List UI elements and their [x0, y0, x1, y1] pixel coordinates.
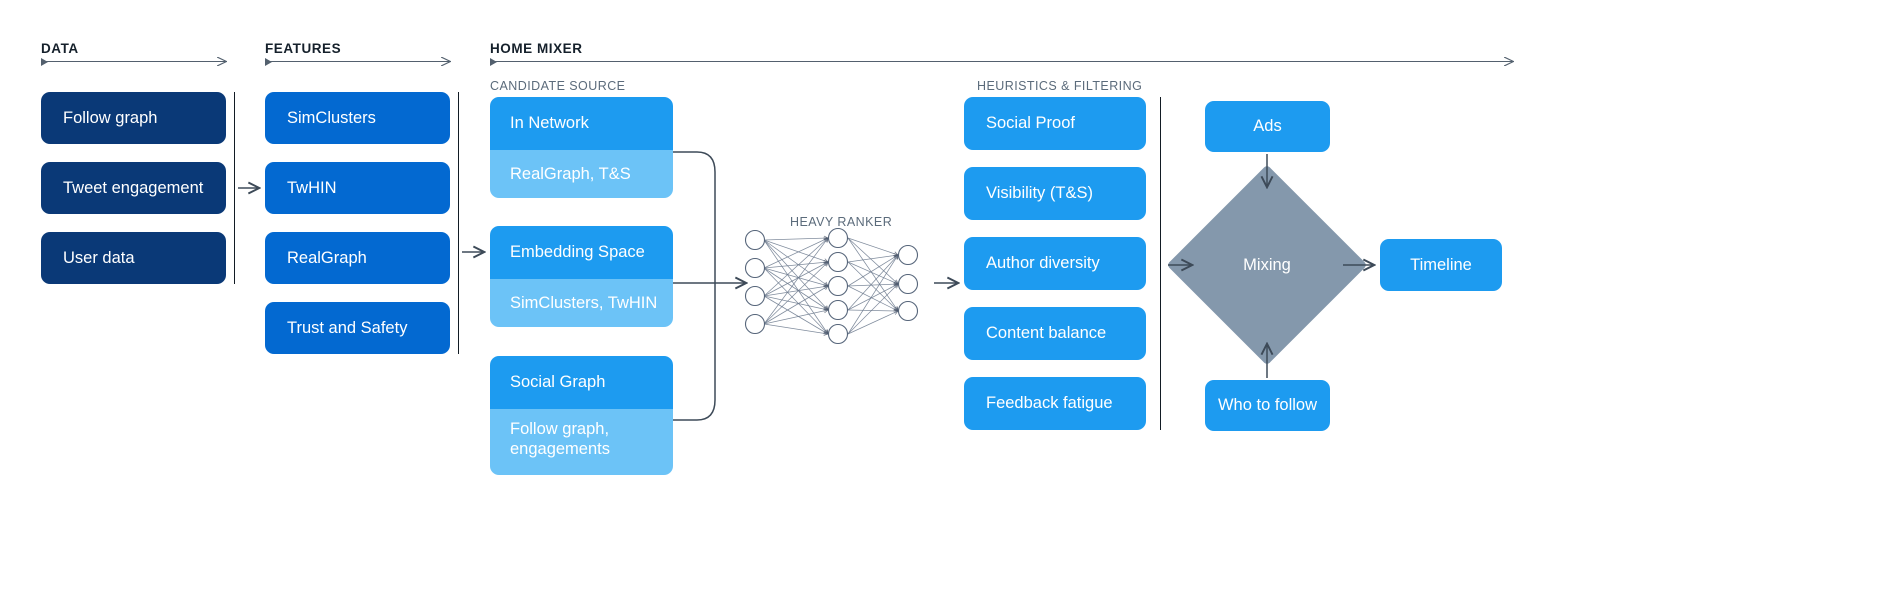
- nn-node: [827, 275, 849, 297]
- card-label: SimClusters: [287, 108, 376, 127]
- card-label: Visibility (T&S): [986, 184, 1093, 203]
- card-label: Timeline: [1410, 255, 1472, 274]
- card-label: Feedback fatigue: [986, 394, 1113, 413]
- feature-card-simclusters[interactable]: SimClusters: [265, 92, 450, 144]
- card-label: Content balance: [986, 324, 1107, 343]
- heavy-ranker-label: HEAVY RANKER: [790, 215, 893, 229]
- candidate-source-social-graph[interactable]: Social Graph Follow graph, engagements: [490, 356, 673, 475]
- candidate-source-title: Embedding Space: [490, 226, 673, 279]
- nn-node: [827, 251, 849, 273]
- nn-node: [897, 244, 919, 266]
- nn-node: [744, 257, 766, 279]
- candidate-source-subtitle: SimClusters, TwHIN: [490, 279, 673, 327]
- card-label: Ads: [1253, 117, 1282, 136]
- mixing-card-ads[interactable]: Ads: [1205, 101, 1330, 152]
- candidate-source-embedding-space[interactable]: Embedding Space SimClusters, TwHIN: [490, 226, 673, 327]
- mixing-card-who-to-follow[interactable]: Who to follow: [1205, 380, 1330, 431]
- section-title-features: FEATURES: [265, 41, 342, 56]
- connector-in-network-to-ranker: [673, 151, 716, 283]
- axis-home-mixer: [490, 56, 1514, 66]
- axis-line: [490, 60, 1514, 62]
- heuristic-card-content-balance[interactable]: Content balance: [964, 307, 1146, 360]
- data-card-tweet-engagement[interactable]: Tweet engagement: [41, 162, 226, 214]
- card-label: RealGraph: [287, 248, 367, 267]
- feature-card-realgraph[interactable]: RealGraph: [265, 232, 450, 284]
- diamond-label: Mixing: [1243, 255, 1291, 274]
- separator-data-features: [234, 92, 236, 284]
- section-title-data: DATA: [41, 41, 79, 56]
- nn-node: [744, 229, 766, 251]
- candidate-source-subtitle: Follow graph, engagements: [490, 409, 673, 475]
- nn-node: [827, 299, 849, 321]
- nn-node: [744, 285, 766, 307]
- candidate-source-subtitle: RealGraph, T&S: [490, 150, 673, 198]
- axis-arrow-icon: [217, 56, 227, 66]
- card-label: Tweet engagement: [63, 178, 204, 197]
- mixing-diamond[interactable]: Mixing: [1166, 164, 1368, 366]
- heuristic-card-feedback-fatigue[interactable]: Feedback fatigue: [964, 377, 1146, 430]
- separator-heuristics-mixing: [1160, 97, 1162, 430]
- axis-line: [265, 60, 451, 62]
- axis-data: [41, 56, 227, 66]
- data-card-follow-graph[interactable]: Follow graph: [41, 92, 226, 144]
- card-label: TwHIN: [287, 178, 337, 197]
- card-label: User data: [63, 248, 135, 267]
- heuristic-card-visibility[interactable]: Visibility (T&S): [964, 167, 1146, 220]
- feature-card-twhin[interactable]: TwHIN: [265, 162, 450, 214]
- card-label: Trust and Safety: [287, 318, 408, 337]
- axis-arrow-icon: [441, 56, 451, 66]
- nn-node: [744, 313, 766, 335]
- candidate-source-title: Social Graph: [490, 356, 673, 409]
- output-card-timeline[interactable]: Timeline: [1380, 239, 1502, 291]
- feature-card-trust-and-safety[interactable]: Trust and Safety: [265, 302, 450, 354]
- connector-social-graph-to-ranker: [673, 283, 716, 421]
- subsection-title-candidate-source: CANDIDATE SOURCE: [490, 79, 626, 93]
- nn-node: [897, 300, 919, 322]
- card-label: Author diversity: [986, 254, 1100, 273]
- nn-node: [827, 323, 849, 345]
- heuristic-card-social-proof[interactable]: Social Proof: [964, 97, 1146, 150]
- nn-node: [897, 273, 919, 295]
- axis-arrow-icon: [1504, 56, 1514, 66]
- heavy-ranker-network: [744, 227, 919, 345]
- nn-node: [827, 227, 849, 249]
- card-label: Follow graph: [63, 108, 158, 127]
- candidate-source-title: In Network: [490, 97, 673, 150]
- candidate-source-in-network[interactable]: In Network RealGraph, T&S: [490, 97, 673, 198]
- axis-features: [265, 56, 451, 66]
- separator-features-home-mixer: [458, 92, 460, 354]
- subsection-title-heuristics: HEURISTICS & FILTERING: [977, 79, 1143, 93]
- card-label: Who to follow: [1217, 396, 1318, 415]
- heuristic-card-author-diversity[interactable]: Author diversity: [964, 237, 1146, 290]
- data-card-user-data[interactable]: User data: [41, 232, 226, 284]
- card-label: Social Proof: [986, 114, 1075, 133]
- axis-line: [41, 60, 227, 62]
- section-title-home-mixer: HOME MIXER: [490, 41, 583, 56]
